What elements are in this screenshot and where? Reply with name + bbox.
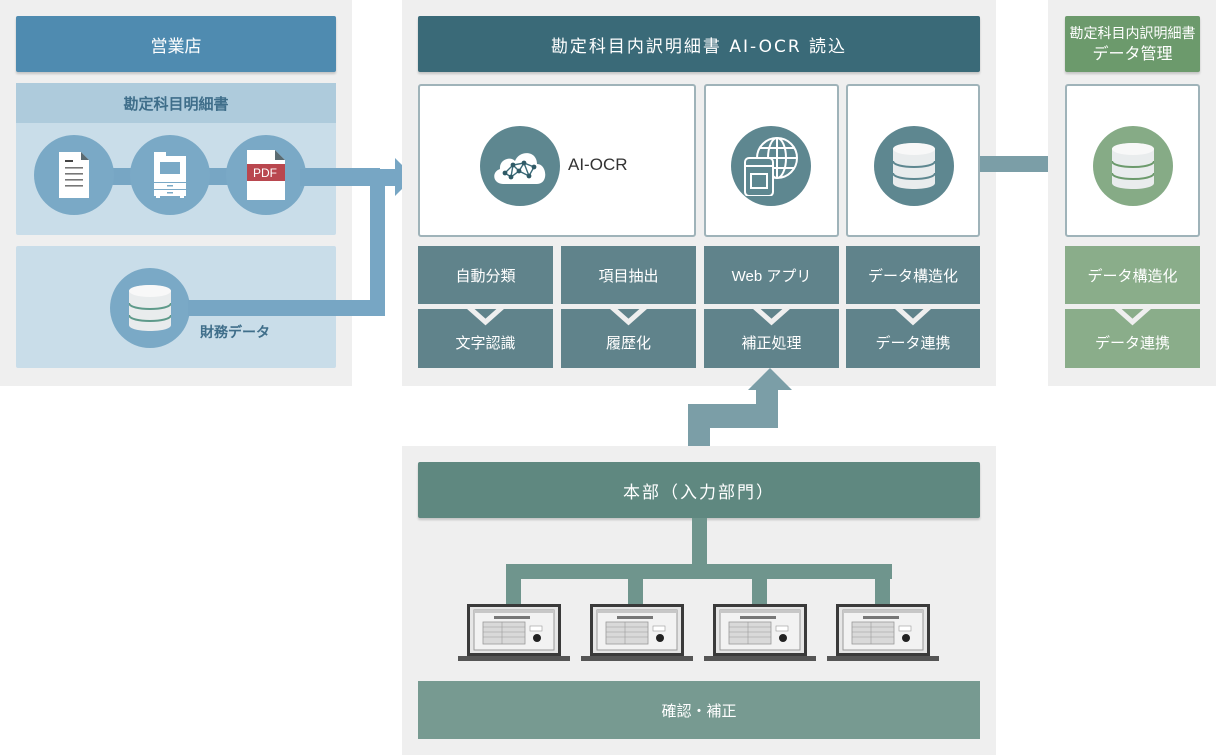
dm-db-circle — [1093, 126, 1173, 206]
hq-header: 本部（入力部門） — [418, 462, 980, 518]
finance-db-circle — [110, 268, 190, 348]
database-icon — [129, 285, 171, 331]
step-label: 自動分類 — [455, 266, 516, 285]
dm-step-bottom: データ連携 — [1065, 309, 1200, 368]
pdf-label: PDF — [253, 166, 277, 180]
hq-footer: 確認・補正 — [418, 681, 980, 739]
web-app-globe-icon — [744, 137, 798, 196]
database-icon — [1112, 143, 1154, 189]
web-app-circle — [731, 126, 811, 206]
ocr-header: 勘定科目内訳明細書 AI-OCR 読込 — [418, 16, 980, 72]
copier-icon — [154, 152, 186, 198]
dm-header: 勘定科目内訳明細書 データ管理 — [1065, 16, 1200, 72]
dm-step-chevron — [1065, 304, 1200, 326]
pdf-icon — [247, 150, 285, 200]
laptop-icon — [704, 604, 816, 664]
chevron-down-icon — [704, 304, 839, 326]
ocr-to-dm-arrow — [980, 143, 1092, 185]
ocr-steps: 自動分類 文字認識 項目抽出 履歴化 Web アプリ 補正処理 データ構造化 デ… — [418, 246, 980, 368]
ai-ocr-circle — [480, 126, 560, 206]
laptop-icon — [827, 604, 939, 664]
branch-header: 営業店 — [16, 16, 336, 72]
step-top: 自動分類 — [418, 246, 553, 304]
step-label: データ構造化 — [867, 266, 958, 285]
ocr-hq-bidirectional-arrow — [676, 368, 792, 464]
dm-title-line2: データ管理 — [1092, 44, 1173, 63]
step-label: 文字認識 — [455, 334, 516, 352]
copier-circle — [130, 135, 210, 215]
ai-ocr-label: AI-OCR — [568, 155, 628, 174]
step-label: 履歴化 — [605, 334, 651, 352]
statement-title: 勘定科目明細書 — [123, 94, 229, 113]
branch-to-ocr-arrow — [188, 158, 414, 316]
hq-footer-label: 確認・補正 — [661, 701, 737, 720]
step-label: データ構造化 — [1087, 266, 1178, 285]
ocr-db-circle — [874, 126, 954, 206]
branch-arrow-vertical — [370, 169, 385, 316]
finance-data-label: 財務データ — [200, 325, 270, 341]
module-database — [846, 84, 980, 237]
document-circle — [34, 135, 114, 215]
ocr-title: 勘定科目内訳明細書 AI-OCR 読込 — [550, 36, 848, 57]
step-top: Web アプリ — [704, 246, 839, 304]
dm-step-top: データ構造化 — [1065, 246, 1200, 304]
statement-header: 勘定科目明細書 — [16, 83, 336, 123]
ai-cloud-network-icon — [494, 153, 546, 184]
step-label: 項目抽出 — [598, 266, 659, 285]
chevron-down-icon — [846, 304, 980, 326]
hq-title: 本部（入力部門） — [623, 482, 775, 503]
module-ai-ocr: AI-OCR — [418, 84, 696, 237]
pdf-circle: PDF — [226, 135, 306, 215]
chevron-down-icon — [1065, 304, 1200, 326]
step-top: データ構造化 — [846, 246, 980, 304]
hq-network-lines — [506, 518, 892, 610]
database-icon — [893, 143, 935, 189]
laptop-icon — [581, 604, 693, 664]
document-icon — [59, 152, 89, 198]
dm-database-box — [1065, 84, 1200, 237]
chevron-down-icon — [561, 304, 696, 326]
branch-arrow-bottom-line — [188, 300, 385, 316]
step-label: 補正処理 — [741, 334, 802, 352]
branch-arrow-top-line — [300, 158, 414, 196]
dm-title-line1: 勘定科目内訳明細書 — [1069, 26, 1196, 42]
step-label: データ連携 — [875, 334, 951, 352]
step-label: データ連携 — [1094, 334, 1170, 352]
step-label: Web アプリ — [731, 267, 812, 285]
step-top: 項目抽出 — [561, 246, 696, 304]
chevron-down-icon — [418, 304, 553, 326]
step-chevrons — [418, 304, 980, 326]
module-web-app — [704, 84, 839, 237]
laptop-icon — [458, 604, 570, 664]
branch-title: 営業店 — [150, 36, 202, 57]
